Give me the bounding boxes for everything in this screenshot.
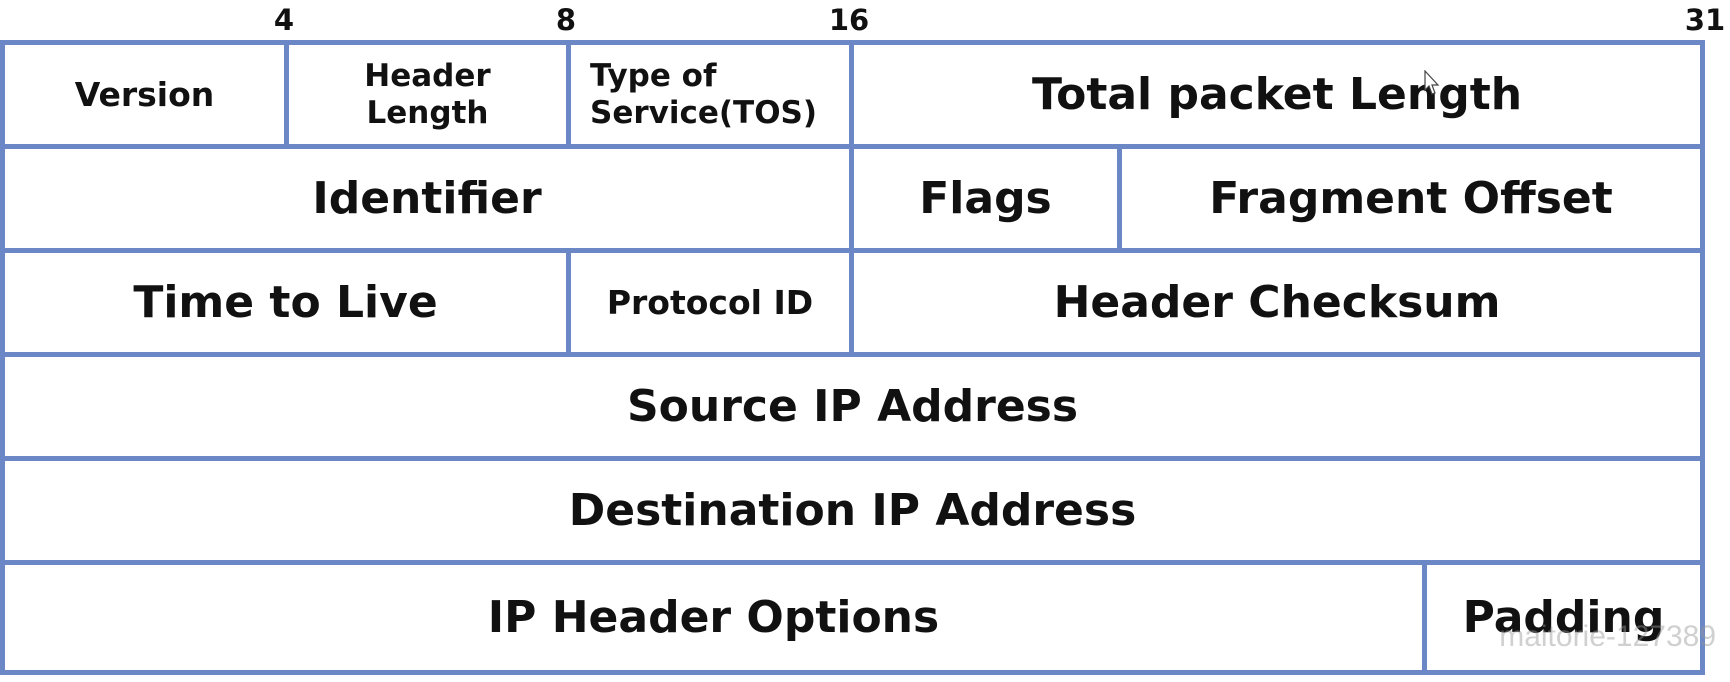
checksum-cell: Header Checksum	[854, 253, 1700, 357]
ttl-cell: Time to Live	[5, 253, 571, 357]
destination-ip-label: Destination IP Address	[568, 485, 1137, 536]
version-cell: Version	[5, 45, 289, 149]
checksum-label: Header Checksum	[1053, 277, 1501, 328]
destination-ip-cell: Destination IP Address	[5, 461, 1700, 565]
bit-marker-8: 8	[555, 3, 577, 37]
total-length-label: Total packet Length	[1031, 69, 1523, 120]
flags-cell: Flags	[854, 149, 1122, 253]
header-length-label: Header Length	[364, 57, 491, 131]
protocol-cell: Protocol ID	[571, 253, 854, 357]
tos-label: Type of Service(TOS)	[590, 57, 818, 131]
bit-marker-31: 31	[1684, 3, 1726, 37]
fragment-offset-label: Fragment Offset	[1209, 173, 1613, 224]
row-2: Identifier Flags Fragment Offset	[5, 149, 1700, 253]
identifier-cell: Identifier	[5, 149, 854, 253]
row-3: Time to Live Protocol ID Header Checksum	[5, 253, 1700, 357]
bit-marker-4: 4	[273, 3, 295, 37]
padding-label: Padding	[1462, 592, 1665, 643]
flags-label: Flags	[919, 173, 1052, 224]
row-6: IP Header Options Padding	[5, 565, 1700, 670]
row-1: Version Header Length Type of Service(TO…	[5, 45, 1700, 149]
ttl-label: Time to Live	[133, 277, 438, 328]
row-5: Destination IP Address	[5, 461, 1700, 565]
source-ip-label: Source IP Address	[626, 381, 1079, 432]
options-cell: IP Header Options	[5, 565, 1427, 670]
bit-marker-16: 16	[828, 3, 870, 37]
total-length-cell: Total packet Length	[854, 45, 1700, 149]
source-ip-cell: Source IP Address	[5, 357, 1700, 461]
protocol-label: Protocol ID	[606, 283, 814, 322]
identifier-label: Identifier	[312, 173, 542, 224]
mouse-pointer-icon	[1424, 70, 1440, 95]
options-label: IP Header Options	[487, 592, 940, 643]
version-label: Version	[74, 75, 215, 114]
tos-cell: Type of Service(TOS)	[571, 45, 854, 149]
ip-header-diagram: Version Header Length Type of Service(TO…	[0, 40, 1705, 675]
fragment-offset-cell: Fragment Offset	[1122, 149, 1700, 253]
row-4: Source IP Address	[5, 357, 1700, 461]
header-length-cell: Header Length	[289, 45, 571, 149]
padding-cell: Padding	[1427, 565, 1700, 670]
